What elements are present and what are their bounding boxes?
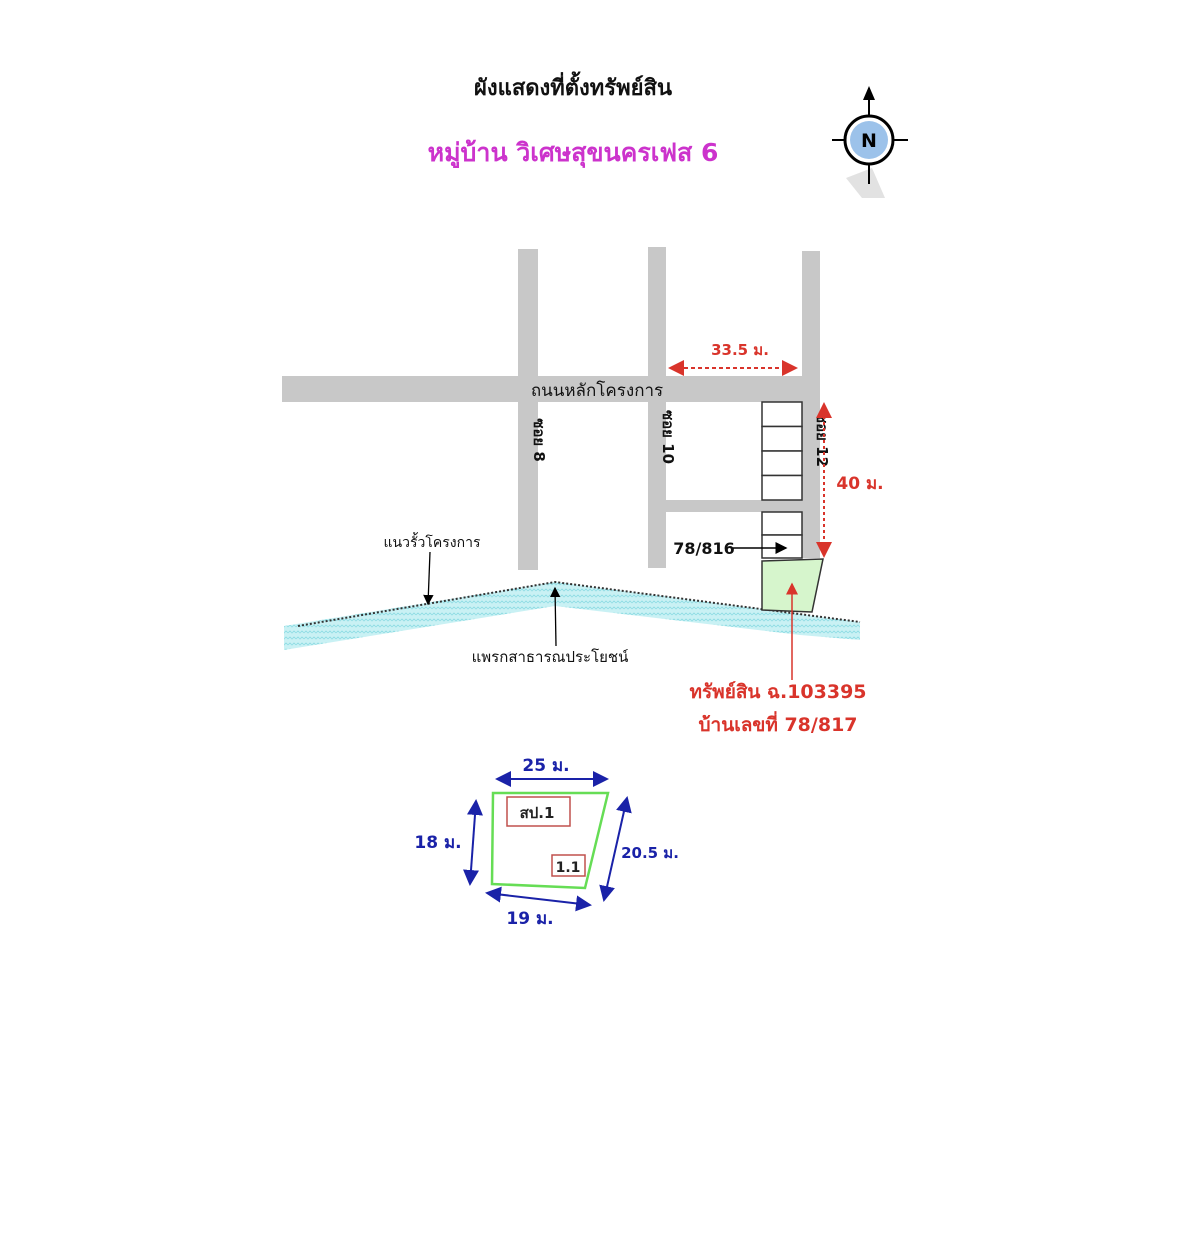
main-road-label: ถนนหลักโครงการ <box>531 380 663 401</box>
neighbor-house-label: 78/816 <box>673 539 735 558</box>
left-dimension-label: 18 ม. <box>414 833 461 853</box>
map-title: ผังแสดงที่ตั้งทรัพย์สิน <box>474 71 672 101</box>
width-dimension-label: 33.5 ม. <box>711 341 769 359</box>
building-2-box <box>551 854 586 877</box>
soi-10-label: ซอย 10 <box>659 410 677 464</box>
house-number-label: บ้านเลขที่ 78/817 <box>698 711 857 736</box>
fence-arrow-icon <box>423 551 434 606</box>
soi-12-road <box>802 251 820 558</box>
plot-diagram: สป.1 1.1 25 ม. 18 ม. 20.5 ม. 19 ม. <box>414 756 679 929</box>
top-dimension-label: 25 ม. <box>522 756 569 776</box>
canal-arrow-icon <box>549 586 561 647</box>
left-dimension-arrow <box>463 799 483 886</box>
bottom-dimension-label: 19 ม. <box>506 909 553 929</box>
main-road <box>282 376 820 402</box>
inner-road <box>666 500 802 512</box>
right-dimension-label: 20.5 ม. <box>621 844 679 862</box>
building-2-label: 1.1 <box>556 860 581 876</box>
soi-10-road <box>648 247 666 568</box>
soi-8-label: ซอย 8 <box>530 418 548 462</box>
building-1-label: สป.1 <box>520 804 555 822</box>
north-compass-icon: N <box>832 86 908 198</box>
right-dimension-arrow <box>599 796 632 902</box>
roads <box>282 247 820 570</box>
soi-8-road <box>518 249 538 570</box>
compass-n-label: N <box>861 130 877 152</box>
soi-12-label: ซอย 12 <box>813 413 831 467</box>
canal-label: แพรกสาธารณประโยชน์ <box>472 648 629 666</box>
building-1-box <box>506 796 571 827</box>
house-lots <box>761 401 803 559</box>
canal <box>284 582 860 650</box>
depth-dimension-label: 40 ม. <box>836 474 883 494</box>
project-fence-line <box>297 580 861 627</box>
village-name: หมู่บ้าน วิเศษสุขนครเฟส 6 <box>428 138 719 169</box>
fence-label: แนวรั้วโครงการ <box>384 532 481 551</box>
asset-deed-label: ทรัพย์สิน ฉ.103395 <box>689 681 866 703</box>
bottom-dimension-arrow <box>485 886 592 912</box>
